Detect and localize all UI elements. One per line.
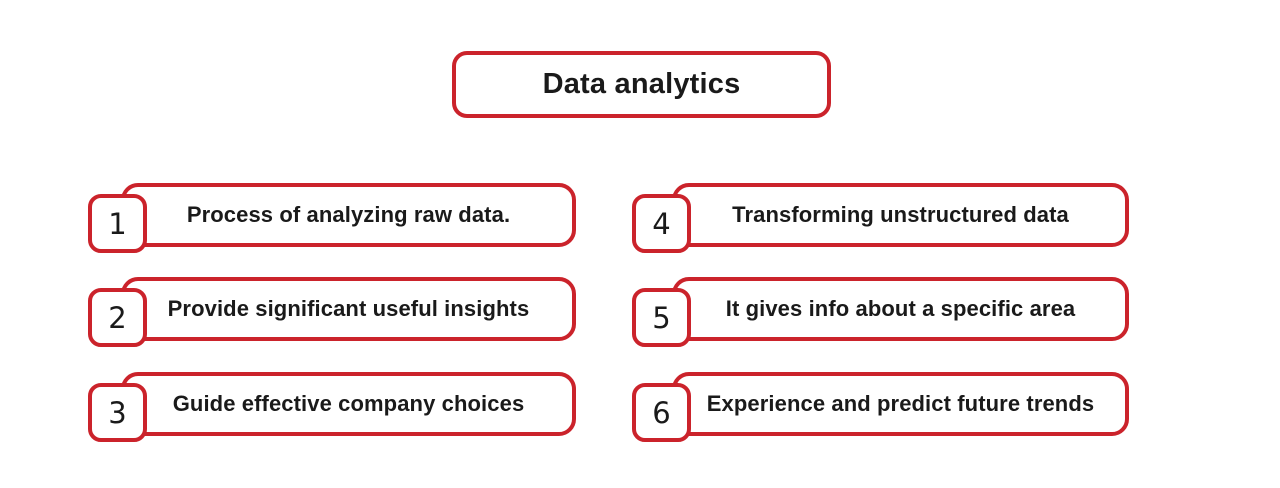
item-number: 2 bbox=[108, 300, 127, 335]
item-number: 1 bbox=[108, 206, 127, 241]
item-label: Transforming unstructured data bbox=[732, 202, 1069, 227]
item-text-box: Experience and predict future trends bbox=[672, 372, 1129, 436]
item-number: 6 bbox=[652, 395, 671, 430]
item-number-box: 2 bbox=[88, 288, 147, 347]
item-number-box: 6 bbox=[632, 383, 691, 442]
diagram-item-4: Transforming unstructured data 4 bbox=[632, 183, 1152, 255]
item-text-box: Transforming unstructured data bbox=[672, 183, 1129, 247]
item-label: Provide significant useful insights bbox=[167, 296, 530, 321]
item-number-box: 1 bbox=[88, 194, 147, 253]
item-number-box: 5 bbox=[632, 288, 691, 347]
item-text-box: Guide effective company choices bbox=[121, 372, 576, 436]
diagram-item-1: Process of analyzing raw data. 1 bbox=[88, 183, 608, 255]
item-number-box: 3 bbox=[88, 383, 147, 442]
item-label: Experience and predict future trends bbox=[706, 391, 1095, 416]
item-number: 5 bbox=[652, 300, 671, 335]
item-number: 3 bbox=[108, 395, 127, 430]
item-text-box: Provide significant useful insights bbox=[121, 277, 576, 341]
item-label: Guide effective company choices bbox=[172, 391, 525, 416]
item-number-box: 4 bbox=[632, 194, 691, 253]
item-label: Process of analyzing raw data. bbox=[186, 202, 511, 227]
diagram-item-2: Provide significant useful insights 2 bbox=[88, 277, 608, 349]
item-text-box: Process of analyzing raw data. bbox=[121, 183, 576, 247]
item-label: It gives info about a specific area bbox=[725, 296, 1076, 321]
diagram-title: Data analytics bbox=[542, 68, 741, 100]
diagram-item-5: It gives info about a specific area 5 bbox=[632, 277, 1152, 349]
item-text-box: It gives info about a specific area bbox=[672, 277, 1129, 341]
diagram-item-6: Experience and predict future trends 6 bbox=[632, 372, 1152, 444]
title-box: Data analytics bbox=[452, 51, 831, 118]
item-number: 4 bbox=[652, 206, 671, 241]
diagram-item-3: Guide effective company choices 3 bbox=[88, 372, 608, 444]
